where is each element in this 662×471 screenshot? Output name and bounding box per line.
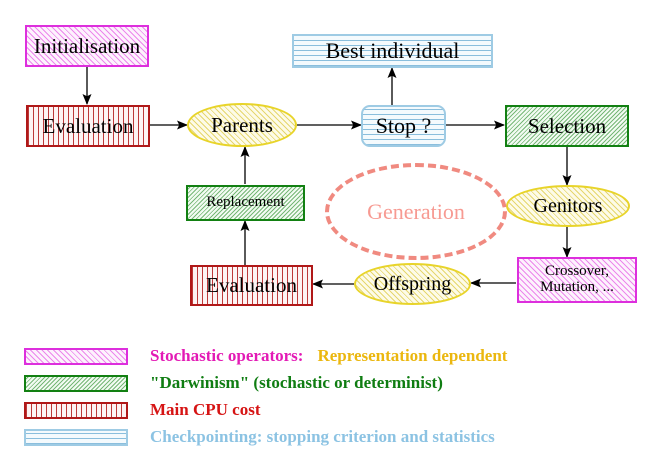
node-crossover-mutation[interactable]: Crossover, Mutation, ...	[517, 257, 637, 303]
node-generation: Generation	[325, 163, 507, 260]
node-best-individual-label: Best individual	[325, 38, 460, 64]
node-crossover-label-line1: Crossover,	[545, 263, 609, 280]
legend-label-stochastic-operators: Stochastic operators: Representation depe…	[150, 346, 507, 366]
node-evaluation-bottom[interactable]: Evaluation	[190, 265, 313, 306]
node-initialisation-label: Initialisation	[33, 33, 141, 58]
node-parents[interactable]: Parents	[187, 103, 297, 147]
node-generation-label: Generation	[367, 198, 465, 224]
legend-swatch-blue-horizontal-hatch-icon	[24, 428, 128, 446]
node-stop-label: Stop ?	[375, 113, 432, 139]
node-evaluation-bottom-label: Evaluation	[206, 273, 297, 298]
node-selection-label: Selection	[527, 113, 607, 138]
legend-row-darwinism: "Darwinism" (stochastic or determinist)	[24, 371, 644, 395]
node-replacement-label: Replacement	[206, 194, 285, 211]
node-stop[interactable]: Stop ?	[361, 105, 446, 147]
legend-text-representation-dependent: Representation dependent	[317, 346, 508, 365]
legend-text-main-cpu-cost: Main CPU cost	[150, 400, 261, 419]
node-parents-label: Parents	[211, 112, 273, 137]
node-replacement[interactable]: Replacement	[186, 185, 305, 221]
node-genitors[interactable]: Genitors	[506, 185, 630, 227]
legend-text-checkpointing: Checkpointing: stopping criterion and st…	[150, 427, 495, 446]
node-best-individual[interactable]: Best individual	[292, 34, 493, 68]
node-evaluation-top[interactable]: Evaluation	[26, 105, 150, 147]
legend-swatch-green-diagonal-hatch-icon	[24, 374, 128, 392]
node-evaluation-top-label: Evaluation	[42, 113, 134, 138]
legend-swatch-red-vertical-hatch-icon	[24, 401, 128, 419]
node-selection[interactable]: Selection	[505, 105, 629, 147]
legend-row-main-cpu-cost: Main CPU cost	[24, 398, 644, 422]
legend: Stochastic operators: Representation depe…	[24, 344, 644, 452]
legend-text-stochastic-operators: Stochastic operators:	[150, 346, 304, 365]
legend-text-darwinism: "Darwinism" (stochastic or determinist)	[150, 373, 443, 392]
node-offspring[interactable]: Offspring	[354, 263, 471, 305]
node-crossover-label-line2: Mutation, ...	[540, 279, 614, 295]
legend-row-stochastic-operators: Stochastic operators: Representation depe…	[24, 344, 644, 368]
legend-row-checkpointing: Checkpointing: stopping criterion and st…	[24, 425, 644, 449]
node-initialisation[interactable]: Initialisation	[25, 25, 149, 67]
node-offspring-label: Offspring	[373, 272, 452, 295]
legend-swatch-magenta-diagonal-hatch-icon	[24, 347, 128, 365]
node-genitors-label: Genitors	[533, 194, 603, 217]
